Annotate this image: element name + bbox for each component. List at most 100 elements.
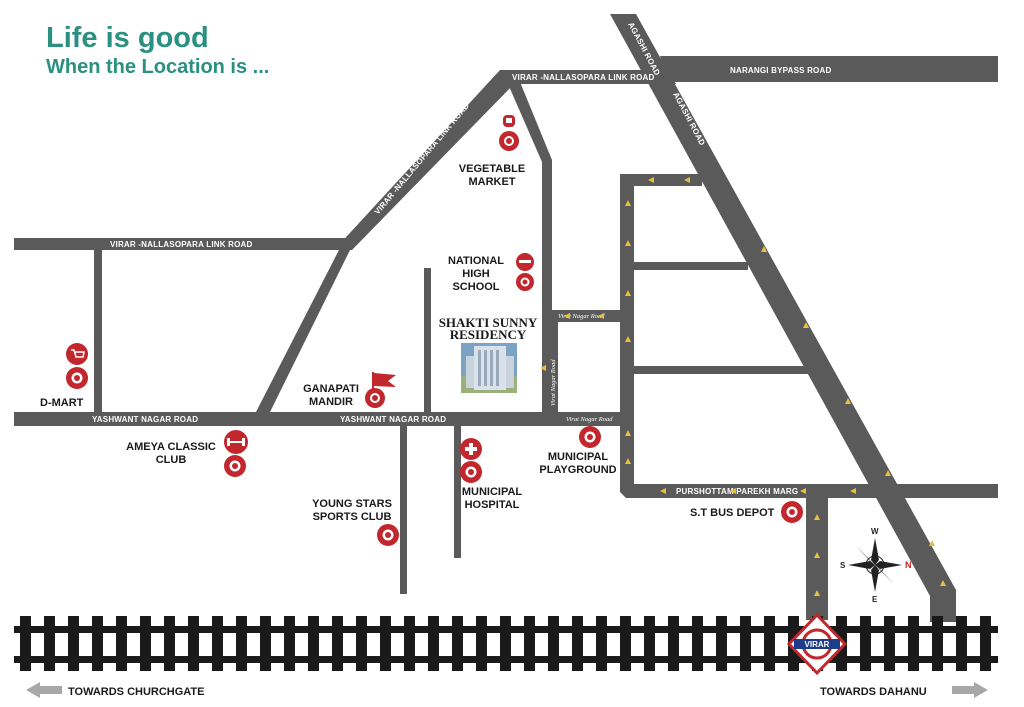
rail-sleeper — [140, 616, 151, 671]
road-virat-nagar-1 — [542, 310, 630, 322]
traffic-arrows — [540, 177, 946, 596]
residency-marker: SHAKTI SUNNY RESIDENCY — [439, 315, 538, 393]
young-stars-sports-club-pin — [377, 524, 399, 546]
residency-name: RESIDENCY — [450, 327, 527, 342]
label-virat-nagar-2: Virat Nagar Road — [566, 416, 613, 423]
arrow-left — [660, 488, 666, 494]
label-ameya-classic-club: AMEYA CLASSIC — [126, 441, 216, 453]
label-municipal-playground: PLAYGROUND — [539, 464, 616, 476]
road-narangi-bypass — [660, 56, 998, 82]
road-loop-left — [620, 174, 702, 492]
towards-churchgate: TOWARDS CHURCHGATE — [68, 686, 204, 698]
road-young-stars-lane — [400, 426, 407, 594]
label-virat-nagar-vertical: Virat Nagar Road — [550, 359, 557, 406]
rail-sleeper — [644, 616, 655, 671]
label-national-high-school: HIGH — [462, 268, 490, 280]
label-ganapati-mandir: GANAPATI — [303, 383, 359, 395]
virar-station-marker: VIRAR — [786, 612, 848, 676]
road-virat-nagar-vertical — [546, 322, 558, 416]
rail-sleeper — [524, 616, 535, 671]
arrow-up — [625, 200, 631, 206]
rail-sleeper — [476, 616, 487, 671]
road-purshottam — [620, 484, 998, 498]
rail-sleeper — [764, 616, 775, 671]
rail-sleeper — [188, 616, 199, 671]
label-virat-nagar-1: Virat Nagar Road — [558, 313, 605, 320]
rail-sleeper — [236, 616, 247, 671]
arrow-left — [850, 488, 856, 494]
vegetable-market-pin — [499, 115, 519, 151]
compass-rose-icon: W E S N — [840, 527, 912, 604]
rail-sleeper — [500, 616, 511, 671]
rail-sleeper — [44, 616, 55, 671]
rail-sleeper — [260, 616, 271, 671]
residency-name: SHAKTI SUNNY — [439, 315, 538, 330]
rail-sleeper — [620, 616, 631, 671]
rail-sleeper — [92, 616, 103, 671]
hero-title: Life is good — [46, 22, 209, 54]
arrow-up — [761, 246, 767, 252]
arrow-up — [625, 240, 631, 246]
label-virar-link-diagonal: VIRAR -NALLASOPARA LINK ROAD — [373, 101, 471, 216]
label-young-stars-sports-club: SPORTS CLUB — [313, 511, 392, 523]
road-loop-h2 — [634, 366, 812, 374]
towards-dahanu: TOWARDS DAHANU — [820, 686, 927, 698]
compass-s: S — [840, 561, 846, 570]
road-dmart-lane — [94, 250, 102, 412]
label-national-high-school: SCHOOL — [452, 281, 499, 293]
rail-sleeper — [860, 616, 871, 671]
arrow-up — [625, 430, 631, 436]
rail-sleeper — [284, 616, 295, 671]
hero-subtitle: When the Location is ... — [46, 56, 270, 78]
arrow-up — [814, 590, 820, 596]
arrow-left — [598, 313, 604, 319]
arrow-up — [885, 470, 891, 476]
rail-sleeper — [884, 616, 895, 671]
label-vegetable-market: VEGETABLE — [459, 163, 525, 175]
arrow-left — [800, 488, 806, 494]
arrow-up — [814, 552, 820, 558]
arrow-up — [625, 336, 631, 342]
label-ameya-classic-club: CLUB — [156, 454, 187, 466]
national-high-school-pin — [516, 253, 534, 291]
label-national-high-school: NATIONAL — [448, 255, 504, 267]
arrow-up — [814, 514, 820, 520]
arrow-left — [648, 177, 654, 183]
road-ganapati-link — [256, 248, 350, 412]
rail-sleeper — [20, 616, 31, 671]
label-yashwant-left: YASHWANT NAGAR ROAD — [92, 415, 198, 424]
rail-sleeper — [548, 616, 559, 671]
road-virat-nagar-2 — [548, 412, 632, 426]
rail-sleeper — [932, 616, 943, 671]
label-purshottam: PURSHOTTAM PAREKH MARG — [676, 487, 798, 496]
place-labels: VEGETABLE MARKET NATIONAL HIGH SCHOOL D-… — [40, 163, 775, 523]
residency-building-image — [461, 343, 517, 393]
label-municipal-hospital: MUNICIPAL — [462, 486, 523, 498]
arrow-up — [625, 290, 631, 296]
label-ganapati-mandir: MANDIR — [309, 396, 353, 408]
arrow-left — [564, 313, 570, 319]
ganapati-mandir-pin — [365, 372, 396, 408]
road-yashwant-nagar — [14, 412, 548, 426]
road-loop-h1 — [634, 262, 748, 270]
label-virar-link-left: VIRAR -NALLASOPARA LINK ROAD — [110, 240, 253, 249]
label-virar-link-top: VIRAR -NALLASOPARA LINK ROAD — [512, 73, 655, 82]
arrow-up — [940, 580, 946, 586]
arrow-left — [540, 365, 546, 371]
rail-sleeper — [740, 616, 751, 671]
label-municipal-hospital: HOSPITAL — [465, 499, 520, 511]
st-bus-depot-pin — [781, 501, 803, 523]
road-school-lane — [424, 268, 431, 412]
dmart-pin — [66, 343, 88, 389]
rail-sleeper — [68, 616, 79, 671]
rail-sleeper — [380, 616, 391, 671]
municipal-playground-pin — [579, 426, 601, 448]
rail-sleeper — [908, 616, 919, 671]
road-agashi — [610, 14, 956, 622]
rail-sleeper — [956, 616, 967, 671]
shopping-cart-icon — [66, 343, 88, 365]
road-virar-link-left — [14, 238, 352, 250]
ameya-classic-club-pin — [224, 430, 248, 477]
direction-indicators: TOWARDS CHURCHGATE TOWARDS DAHANU — [26, 682, 988, 698]
